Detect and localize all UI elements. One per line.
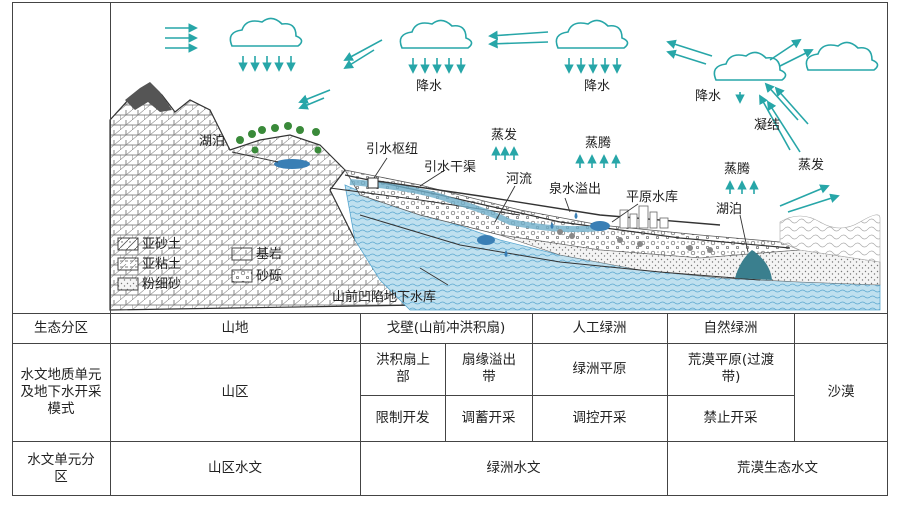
label-evaporation-1: 蒸发 <box>491 128 518 143</box>
label-transpiration-2: 蒸腾 <box>724 162 751 177</box>
label-precip-3: 降水 <box>695 89 722 104</box>
cell-oasis-hydro: 绿洲水文 <box>486 460 541 476</box>
label-lake-left: 湖泊 <box>199 134 226 149</box>
cell-desert-plain: 荒漠平原(过渡带) <box>687 352 775 385</box>
fan-pond <box>477 235 495 245</box>
desert-dunes <box>779 214 881 263</box>
vegetation <box>236 122 322 154</box>
label-lake-right: 湖泊 <box>716 202 743 217</box>
fine-sand-layer <box>499 234 881 286</box>
label-evaporation-2: 蒸发 <box>798 158 825 173</box>
cell-natural-oasis: 自然绿洲 <box>703 319 758 336</box>
cell-fan-edge: 扇缘溢出带 <box>462 352 516 385</box>
legend-gravel: 砂砾 <box>256 269 283 284</box>
cell-mode-ban: 禁止开采 <box>703 409 758 426</box>
mountain-peak <box>125 82 172 112</box>
cell-mode-control: 调控开采 <box>572 409 627 426</box>
row-header-eco-zone: 生态分区 <box>34 319 88 336</box>
cell-artificial-oasis: 人工绿洲 <box>572 319 627 336</box>
label-precip-1: 降水 <box>416 79 443 94</box>
cell-desert: 沙漠 <box>827 383 855 400</box>
label-piedmont-reservoir: 山前凹陷地下水库 <box>332 290 437 305</box>
figure-frame <box>12 2 888 496</box>
cell-oasis-plain: 绿洲平原 <box>572 360 627 377</box>
legend-fine-sand: 粉细砂 <box>142 277 182 292</box>
label-transpiration-1: 蒸腾 <box>585 136 612 151</box>
cell-fan-upper: 洪积扇上部 <box>376 352 430 385</box>
label-plain-reservoir: 平原水库 <box>626 190 679 205</box>
water-cycle-arrows <box>165 23 840 213</box>
row-header-hydrogeology: 水文地质单元及地下水开采模式 <box>20 366 102 417</box>
oasis-trees <box>557 229 713 253</box>
label-condensation: 凝结 <box>754 118 781 133</box>
diversion-hub-icon <box>367 177 379 189</box>
label-river: 河流 <box>506 172 533 187</box>
label-main-canal: 引水干渠 <box>424 160 477 175</box>
river-channel <box>349 179 601 233</box>
label-spring-overflow: 泉水溢出 <box>549 182 602 197</box>
legend-sandy-loam: 亚砂土 <box>142 237 182 252</box>
cell-mountain: 山地 <box>221 319 249 336</box>
terminal-lake <box>735 250 772 280</box>
mountain-lake <box>274 159 310 169</box>
label-precip-2: 降水 <box>584 79 611 94</box>
cell-desert-hydro: 荒漠生态水文 <box>737 460 818 476</box>
cell-mode-restrict: 限制开发 <box>375 409 430 426</box>
plain-reservoir-water <box>590 221 610 231</box>
row-header-hydro-unit: 水文单元分区 <box>27 451 95 485</box>
cell-mountain-area: 山区 <box>221 383 249 400</box>
cell-gobi: 戈壁(山前冲洪积扇) <box>386 319 506 336</box>
legend-clay-loam: 亚粘土 <box>142 257 182 272</box>
label-diversion-hub: 引水枢纽 <box>366 142 419 157</box>
cell-mountain-hydro: 山区水文 <box>208 460 262 476</box>
legend-bedrock: 基岩 <box>256 247 283 262</box>
clouds <box>229 17 879 81</box>
city-buildings <box>619 205 669 229</box>
cell-mode-regulate-store: 调蓄开采 <box>461 409 516 426</box>
